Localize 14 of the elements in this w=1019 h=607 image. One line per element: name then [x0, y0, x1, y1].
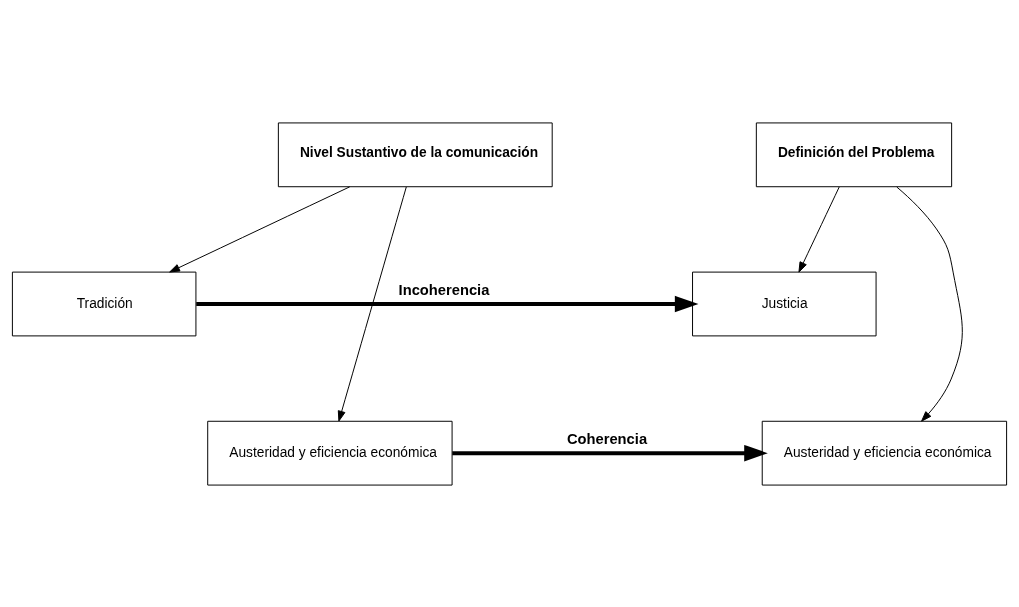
arrow — [196, 295, 699, 312]
edge-label: Incoherencia — [398, 281, 490, 298]
arrow — [452, 444, 768, 461]
arrow — [896, 186, 963, 422]
node-box: Justicia — [692, 271, 877, 336]
edge-label: Coherencia — [566, 430, 648, 447]
arrow — [169, 185, 351, 272]
arrow — [337, 185, 407, 421]
node-box: Nivel Sustantivo de la comunicación — [277, 121, 553, 187]
node-box: Tradición — [11, 271, 197, 336]
node-box: Definición del Problema — [755, 121, 953, 187]
node-box: Austeridad y eficiencia económica — [207, 420, 453, 486]
node-box: Austeridad y eficiencia económica — [761, 420, 1008, 486]
arrow — [798, 186, 840, 273]
